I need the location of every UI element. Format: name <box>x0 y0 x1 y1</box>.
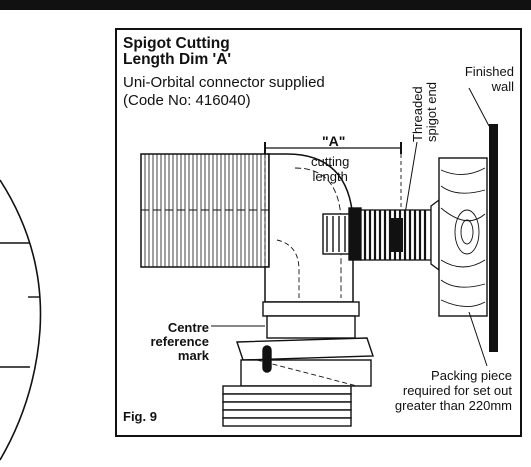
figure-number: Fig. 9 <box>123 409 157 424</box>
finished-wall-label: Finished wall <box>464 64 514 94</box>
cutting-length-label: cutting length <box>311 154 350 184</box>
dimension-a <box>264 142 402 302</box>
packing-leader <box>468 311 488 367</box>
dimension-a-label: "A" <box>322 133 346 149</box>
base-assembly <box>222 301 374 427</box>
ribbed-pan-connector <box>140 153 270 268</box>
finished-wall-plate <box>489 124 498 352</box>
threaded-spigot-label: Threaded spigot end <box>410 82 439 142</box>
finished-wall-leader <box>468 87 490 127</box>
threaded-leader <box>404 141 418 215</box>
previous-figure-fragment <box>0 179 42 461</box>
packing-piece <box>438 157 488 317</box>
figure-subtitle: Uni-Orbital connector supplied (Code No:… <box>123 74 325 109</box>
spigot-collar <box>322 207 362 261</box>
centre-reference-mark-label: Centre reference mark <box>150 320 209 363</box>
figure-panel: Spigot Cutting Length Dim 'A' Uni-Orbita… <box>115 28 522 437</box>
packing-piece-label: Packing piece required for set out great… <box>394 368 512 413</box>
top-border-bar <box>0 0 531 10</box>
threaded-spigot <box>360 198 440 272</box>
figure-title: Spigot Cutting Length Dim 'A' <box>123 35 232 68</box>
pipe-connector-drawing <box>140 87 498 427</box>
